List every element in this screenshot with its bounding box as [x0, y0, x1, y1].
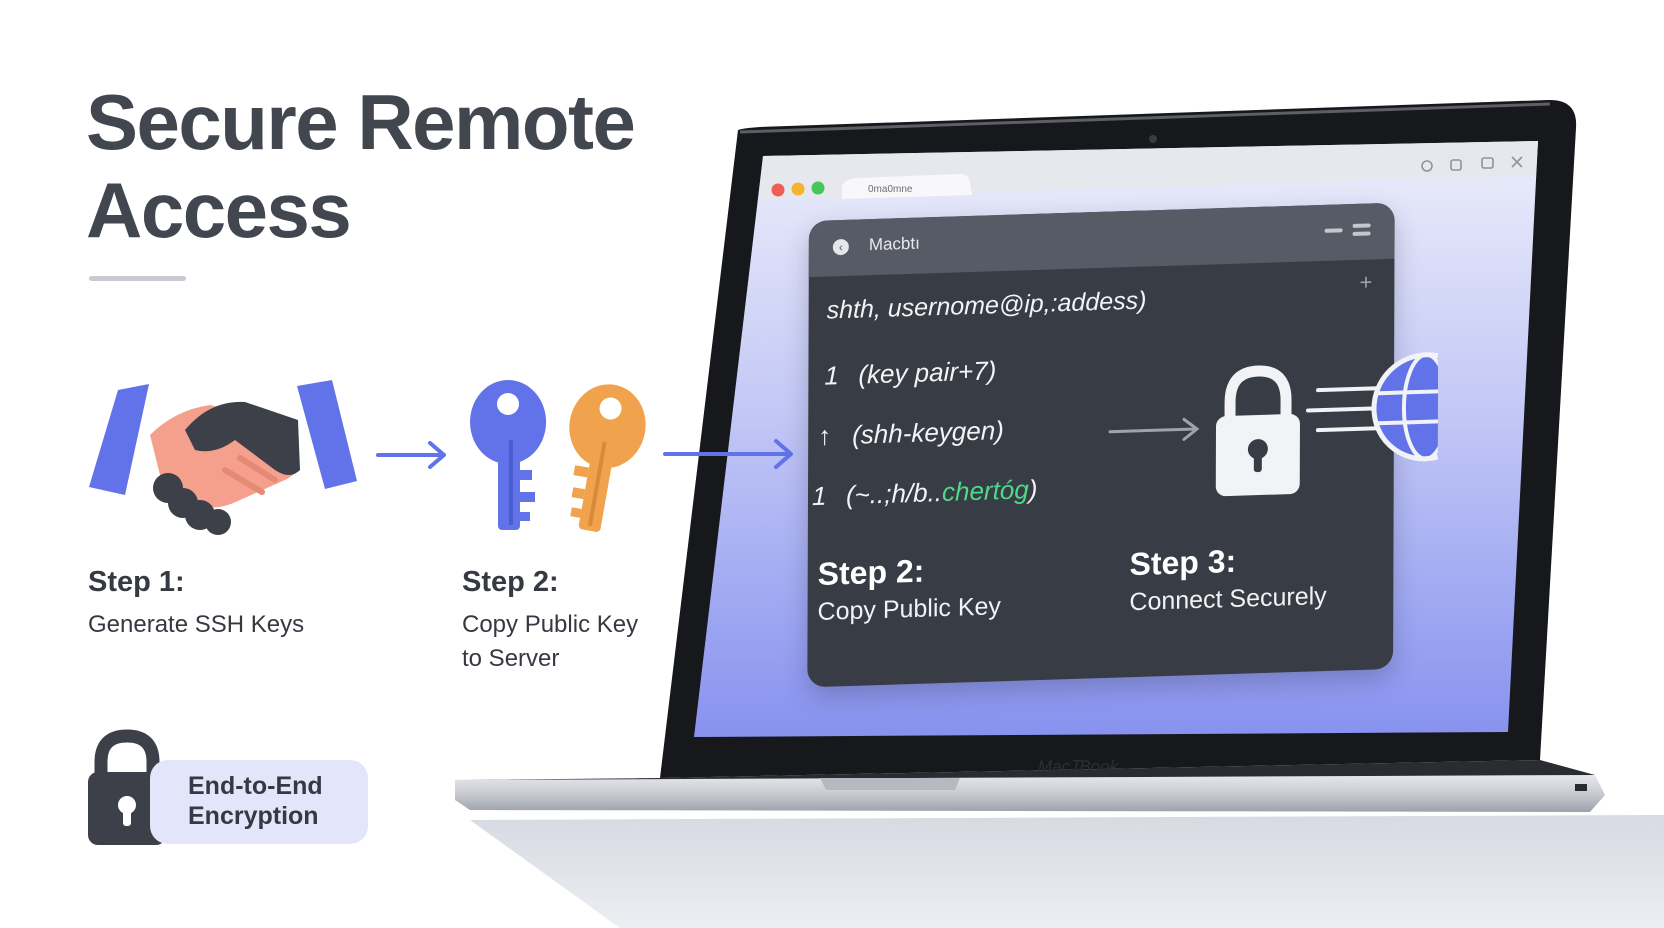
encryption-badge	[150, 760, 368, 844]
minimize-icon[interactable]	[1324, 228, 1343, 233]
line-text-prefix: (~..;h/b..	[845, 477, 943, 511]
window-maximize-dot	[811, 181, 825, 195]
encryption-badge-label: End-to-End Encryption	[188, 771, 358, 831]
terminal-step2-title: Step 2:	[817, 552, 925, 592]
toolbar-icons	[1421, 156, 1523, 172]
page-title-line2: Access	[86, 166, 352, 254]
laptop-base	[455, 775, 1605, 812]
globe-icon	[1305, 352, 1439, 462]
padlock-icon	[1215, 365, 1300, 497]
step1-description: Generate SSH Keys	[88, 611, 305, 638]
terminal-title: Macbtı	[868, 233, 920, 255]
arrow-right-icon	[1108, 417, 1200, 441]
terminal-window: ‹ Macbtı + shth, usernome@ip,:addess) 1 (…	[807, 202, 1439, 688]
terminal-command: shth, usernome@ip,:addess)	[826, 286, 1147, 325]
terminal-step3-description: Connect Securely	[1129, 581, 1327, 617]
floor-shadow	[470, 815, 1664, 928]
menu-icon-line	[1352, 231, 1371, 236]
terminal-step3-title: Step 3:	[1129, 542, 1237, 583]
terminal-line: ↑ (shh-keygen)	[818, 415, 1004, 452]
arrow-right-icon	[663, 439, 793, 469]
browser-tab-label[interactable]: 0ma0mne	[868, 184, 913, 195]
arrow-right-icon	[376, 441, 446, 469]
back-icon[interactable]: ‹	[832, 238, 849, 256]
padlock-icon	[88, 729, 166, 845]
window-close-dot	[771, 183, 785, 197]
terminal-line: 1 (~..;h/b..chertóg)	[812, 474, 1038, 512]
step1-title: Step 1:	[88, 566, 185, 598]
line-text: (shh-keygen)	[852, 415, 1004, 450]
badge-line2: Encryption	[188, 802, 319, 830]
step2-title: Step 2:	[462, 566, 559, 598]
lock-globe-graphic	[1108, 365, 1300, 497]
terminal-line: 1 (key pair+7)	[824, 355, 996, 391]
add-tab-icon[interactable]: +	[1359, 269, 1373, 295]
window-minimize-dot	[791, 182, 805, 196]
title-divider	[89, 276, 186, 281]
page-title-line1: Secure Remote	[86, 78, 636, 166]
line-number: ↑	[818, 420, 832, 451]
step2-description: Copy Public Key to Server	[462, 608, 638, 676]
keys-icon	[470, 380, 646, 532]
line-text: (key pair+7)	[858, 355, 997, 390]
step2-description-line1: Copy Public Key	[462, 611, 639, 638]
line-number: 1	[811, 480, 827, 512]
line-text-highlight: chertóg	[941, 474, 1029, 508]
badge-line1: End-to-End	[188, 772, 323, 800]
handshake-icon	[89, 380, 357, 535]
terminal-step2-description: Copy Public Key	[817, 592, 1001, 626]
menu-icon[interactable]	[1352, 223, 1371, 228]
line-number: 1	[824, 360, 839, 391]
page-title: Secure Remote Access	[86, 78, 636, 254]
step2-description-line2: to Server	[462, 645, 560, 672]
laptop-brand-label: MacꞮBook	[1037, 757, 1119, 776]
line-text-suffix: )	[1028, 474, 1038, 505]
webcam	[1149, 135, 1157, 143]
